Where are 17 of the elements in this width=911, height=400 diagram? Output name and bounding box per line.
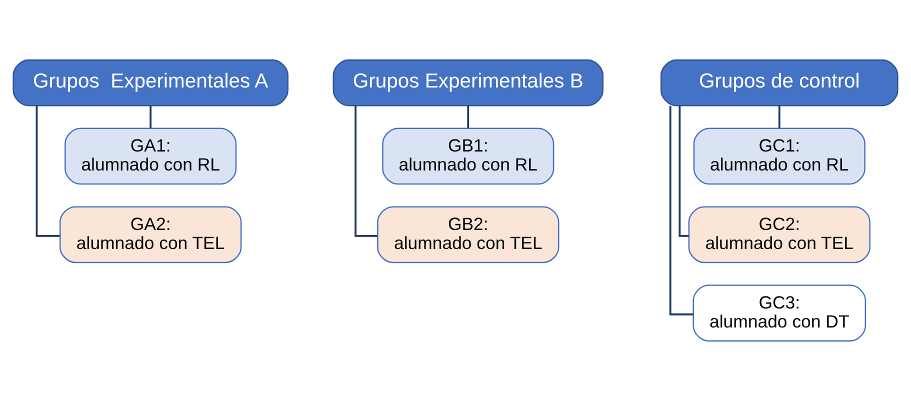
connector [778, 105, 780, 128]
node-box: GC1: alumnado con RL [693, 127, 866, 184]
node-box: GA2: alumnado con TEL [59, 206, 242, 263]
node-box: GC2: alumnado con TEL [688, 206, 870, 263]
node-box: GC3: alumnado con DT [692, 284, 866, 342]
connector [678, 105, 689, 236]
node-box: GB2: alumnado con TEL [377, 206, 560, 263]
connector [36, 105, 60, 236]
connector [467, 105, 470, 128]
node-box: GA1: alumnado con RL [64, 127, 237, 184]
connector [669, 105, 693, 315]
node-box: Grupos Experimentales B [332, 58, 604, 106]
connector [354, 105, 378, 236]
node-box: Grupos de control [660, 58, 898, 106]
node-box: GB1: alumnado con RL [382, 127, 554, 184]
connector [150, 105, 152, 128]
node-box: Grupos Experimentales A [12, 58, 288, 106]
